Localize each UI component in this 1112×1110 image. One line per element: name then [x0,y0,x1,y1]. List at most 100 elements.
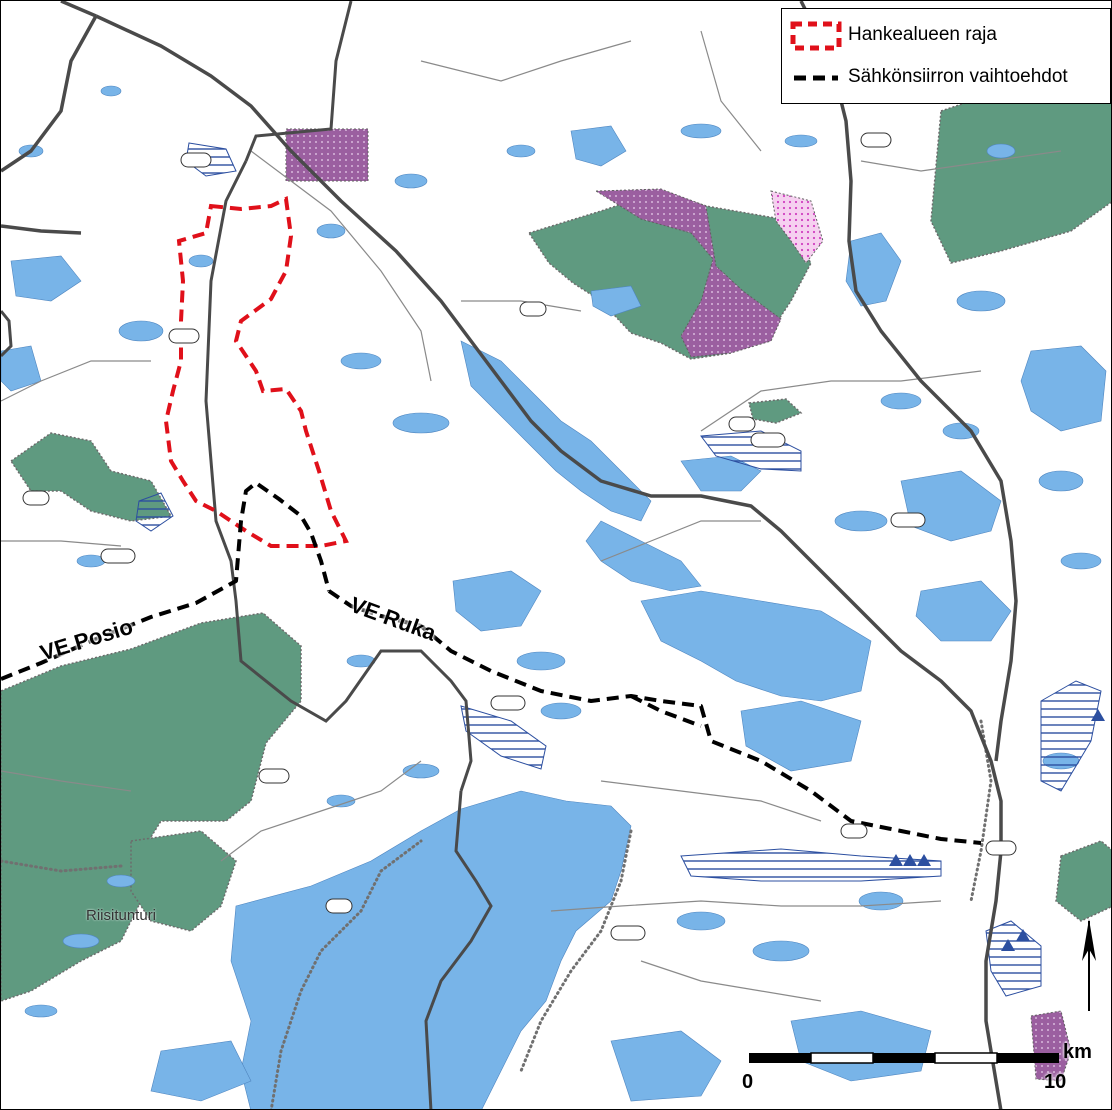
legend-label-project-boundary: Hankealueen raja [848,24,997,45]
protected-area-small [748,398,803,424]
lake-w-2 [1,345,42,392]
lake-small [784,134,818,148]
lake-small [956,290,1006,312]
lakes [1,85,1107,1109]
lake-small [394,173,428,189]
scale-bar-segment [810,1052,874,1064]
purple-area-center [594,188,782,358]
lake-small [506,144,536,158]
lake-ne-1 [845,232,902,307]
legend-label-transmission: Sähkönsiirron vaihtoehdot [848,66,1068,87]
lake-small [340,352,382,370]
road-badge [750,432,786,448]
lake-mid-1 [452,570,542,632]
main-roads [1,1,1018,1109]
lake-small [540,702,582,720]
lake-naatikka [640,590,872,702]
scale-unit-label: km [1063,1041,1092,1063]
road-badges [22,132,1017,941]
road-badge [100,548,136,564]
road-north-west [1,15,98,173]
protected-areas [1,40,1111,1002]
lake-small [188,254,214,268]
transmission-routes [1,481,982,845]
scale-bar-segment [749,1053,811,1063]
lake-small [858,891,904,911]
lake-n [570,125,627,167]
purple-area-north [285,128,369,182]
lake-chain-1 [460,340,652,522]
scale-bar-segment [934,1052,998,1064]
protected-area-w [9,432,173,522]
north-arrow-icon [1082,919,1096,1011]
protected-area-sw [1,612,302,1002]
road-badge [610,925,646,941]
lake-east [1020,345,1107,432]
lake-small [676,911,726,931]
lake-small [834,510,888,532]
road-north [60,1,97,18]
municipal-border-west [204,160,473,792]
road-kemijarvi-ruka [95,14,1003,1109]
red-dashed-box-icon [790,21,842,51]
purple-area-se [1030,1010,1072,1082]
scale-end-label: 10 [1044,1071,1067,1093]
road-badge [728,416,756,432]
lake-chain-2 [585,520,702,592]
hatch-zone-far-east [1040,680,1102,792]
place-label-riisitunturi: Riisitunturi [86,907,157,924]
ski-markers [889,709,1105,951]
lake-w [10,255,82,302]
lake-small [62,933,100,949]
road-north-east [799,1,1018,762]
road-badge [519,301,547,317]
scale-start-label: 0 [742,1071,754,1093]
road-badge [840,823,868,839]
scale-bar-segment [997,1053,1059,1063]
protected-area-se [1055,840,1111,922]
road-badge [325,898,353,914]
protected-area-s [130,830,237,932]
road-badge [490,695,526,711]
lake-small [752,940,810,962]
road-badge [985,840,1017,856]
road-west [1,224,82,235]
lake-se [740,700,862,772]
lake-small [100,85,122,97]
lake-small [106,874,136,888]
route-ve-ruka-branch [630,694,702,728]
minor-roads [1,20,1062,1002]
lake-east-3 [915,580,1012,642]
lake-small [326,794,356,808]
lake-small [680,123,722,139]
road-badge [168,328,200,344]
road-badge [180,152,212,168]
purple-areas [285,128,1072,1082]
lake-yli-kitka [230,790,632,1109]
scale-bar-segment [873,1053,935,1063]
road-badge [890,512,926,528]
project-area-boundary [163,196,349,548]
legend-item-transmission: Sähkönsiirron vaihtoehdot [790,63,1068,91]
lake-small [316,223,346,239]
lake-s-2 [150,1040,252,1102]
route-ve-posio [1,481,331,681]
road-badge [258,768,290,784]
municipal-borders [1,1,493,1109]
lake-small [24,1004,58,1018]
municipal-border-north [244,1,353,162]
hatch-zone-east [680,848,942,882]
lake-small [516,651,566,671]
lake-small [880,392,922,410]
road-badge [860,132,892,148]
lake-s-1 [610,1030,722,1102]
pink-area-center [770,190,824,264]
legend-item-project-boundary: Hankealueen raja [790,21,997,51]
lake-small [118,320,164,342]
municipal-border-south [424,790,493,1109]
lake-small [986,143,1016,159]
hatch-zone-pv1-w [135,492,174,532]
municipal-border-west-edge [1,310,13,358]
